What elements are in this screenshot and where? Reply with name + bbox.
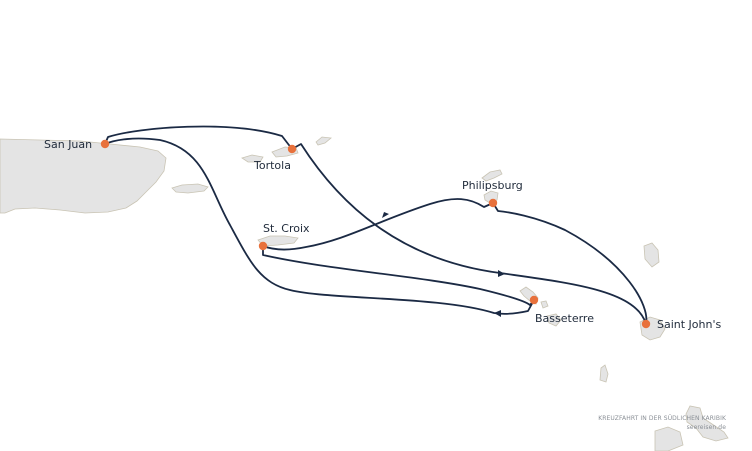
route-layer [104,125,648,325]
route-tortola-saint-johns [291,143,647,325]
island-anegada [315,136,332,146]
island-st-thomas [241,154,264,163]
island-nevis [540,300,549,309]
route-arrows [382,212,505,317]
island-anguilla [481,169,503,182]
port-marker-basseterre[interactable] [529,295,539,305]
port-markers [100,139,651,329]
island-guadeloupe [685,405,729,442]
arrow-toward-st-croix [382,212,389,218]
port-label-saint-johns: Saint John's [657,318,722,331]
island-puerto-rico [0,138,167,214]
route-philipsburg-st-croix [262,198,494,251]
credit-site: seereisen.de [686,424,726,431]
port-label-san-juan: San Juan [44,138,92,151]
island-montserrat [546,313,562,327]
route-st-croix-basseterre [262,245,535,306]
map-credit: KREUZFAHRT IN DER SÜDLICHEN KARIBIK seer… [598,414,726,432]
port-label-tortola: Tortola [253,159,291,172]
port-labels: San Juan Tortola Philipsburg St. Croix B… [44,138,722,331]
island-vieques [171,183,209,194]
port-marker-tortola[interactable] [287,144,297,154]
port-marker-saint-johns[interactable] [641,319,651,329]
port-marker-san-juan[interactable] [100,139,110,149]
port-label-philipsburg: Philipsburg [462,179,523,192]
route-san-juan-tortola [104,125,293,150]
port-marker-st-croix[interactable] [258,241,268,251]
island-small [599,364,609,383]
port-label-basseterre: Basseterre [535,312,594,325]
arrow-toward-san-juan [494,310,501,317]
arrow-toward-saint-johns [498,270,505,277]
credit-title: KREUZFAHRT IN DER SÜDLICHEN KARIBIK [598,415,726,422]
port-marker-philipsburg[interactable] [488,198,498,208]
port-label-st-croix: St. Croix [263,222,310,235]
land-layer [0,136,729,451]
island-barbuda [643,242,660,268]
island-basse-terre [654,426,684,451]
route-saint-johns-philipsburg [492,202,648,325]
